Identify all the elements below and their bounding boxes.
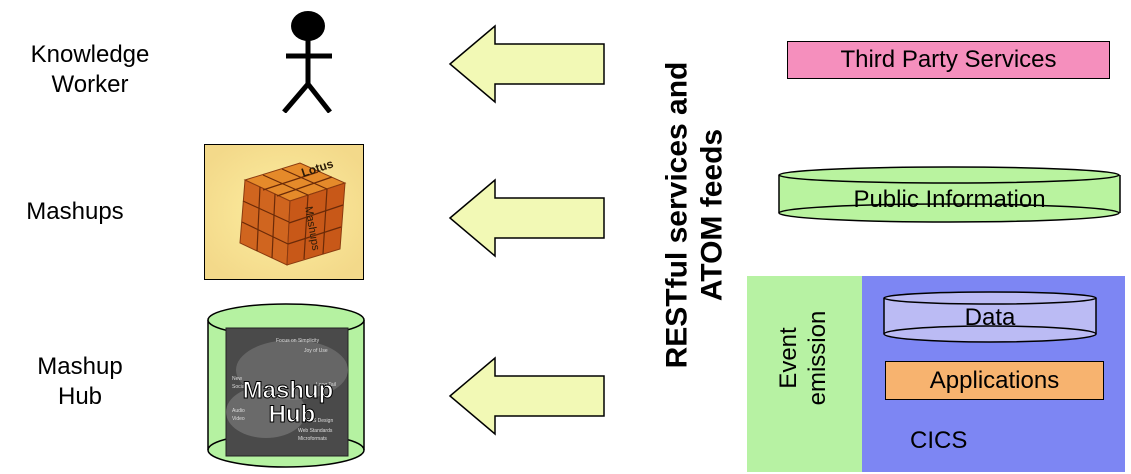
svg-text:Long Tail: Long Tail — [316, 382, 336, 388]
applications-box: Applications — [885, 361, 1104, 400]
left-arrow-icon — [448, 356, 605, 436]
svg-text:CSS Design: CSS Design — [306, 418, 333, 424]
mashup-hub-cylinder: Focus on Simplicity Joy of Use New Socia… — [207, 303, 365, 468]
public-information-cylinder — [778, 166, 1121, 223]
svg-text:Microformats: Microformats — [298, 436, 327, 442]
left-arrow-icon — [448, 178, 605, 258]
data-cylinder — [883, 291, 1097, 343]
event-emission-text: Event emission — [775, 310, 831, 406]
svg-text:Social: Social — [232, 384, 246, 390]
svg-text:Audio: Audio — [232, 408, 245, 414]
event-emission-panel — [747, 276, 862, 472]
hub-word-hub: Hub — [269, 401, 316, 428]
left-arrow-icon — [448, 24, 605, 104]
svg-text:Web Standards: Web Standards — [298, 428, 333, 434]
restful-services-title-text: RESTful services and ATOM feeds — [660, 61, 729, 369]
svg-text:Focus on Simplicity: Focus on Simplicity — [276, 338, 320, 344]
third-party-services-label: Third Party Services — [840, 46, 1057, 73]
mashup-hub-label: Mashup Hub — [37, 353, 123, 410]
event-emission-label: Event emission — [747, 276, 862, 436]
cics-label: CICS — [910, 427, 968, 454]
knowledge-worker-label: Knowledge Worker — [30, 41, 150, 98]
svg-text:New: New — [232, 376, 242, 382]
stick-figure-icon — [282, 11, 332, 113]
hub-word-mashup: Mashup — [243, 377, 334, 404]
public-information-label: Public Information — [853, 186, 1046, 213]
svg-text:Video: Video — [232, 416, 245, 422]
third-party-services-box: Third Party Services — [787, 41, 1110, 79]
applications-label: Applications — [929, 366, 1060, 394]
data-label: Data — [964, 304, 1016, 331]
mashups-label: Mashups — [26, 198, 124, 225]
mashups-cube-image: Lotus Mashups — [204, 144, 364, 280]
svg-text:Joy of Use: Joy of Use — [304, 348, 328, 354]
restful-services-title: RESTful services and ATOM feeds — [640, 0, 750, 430]
